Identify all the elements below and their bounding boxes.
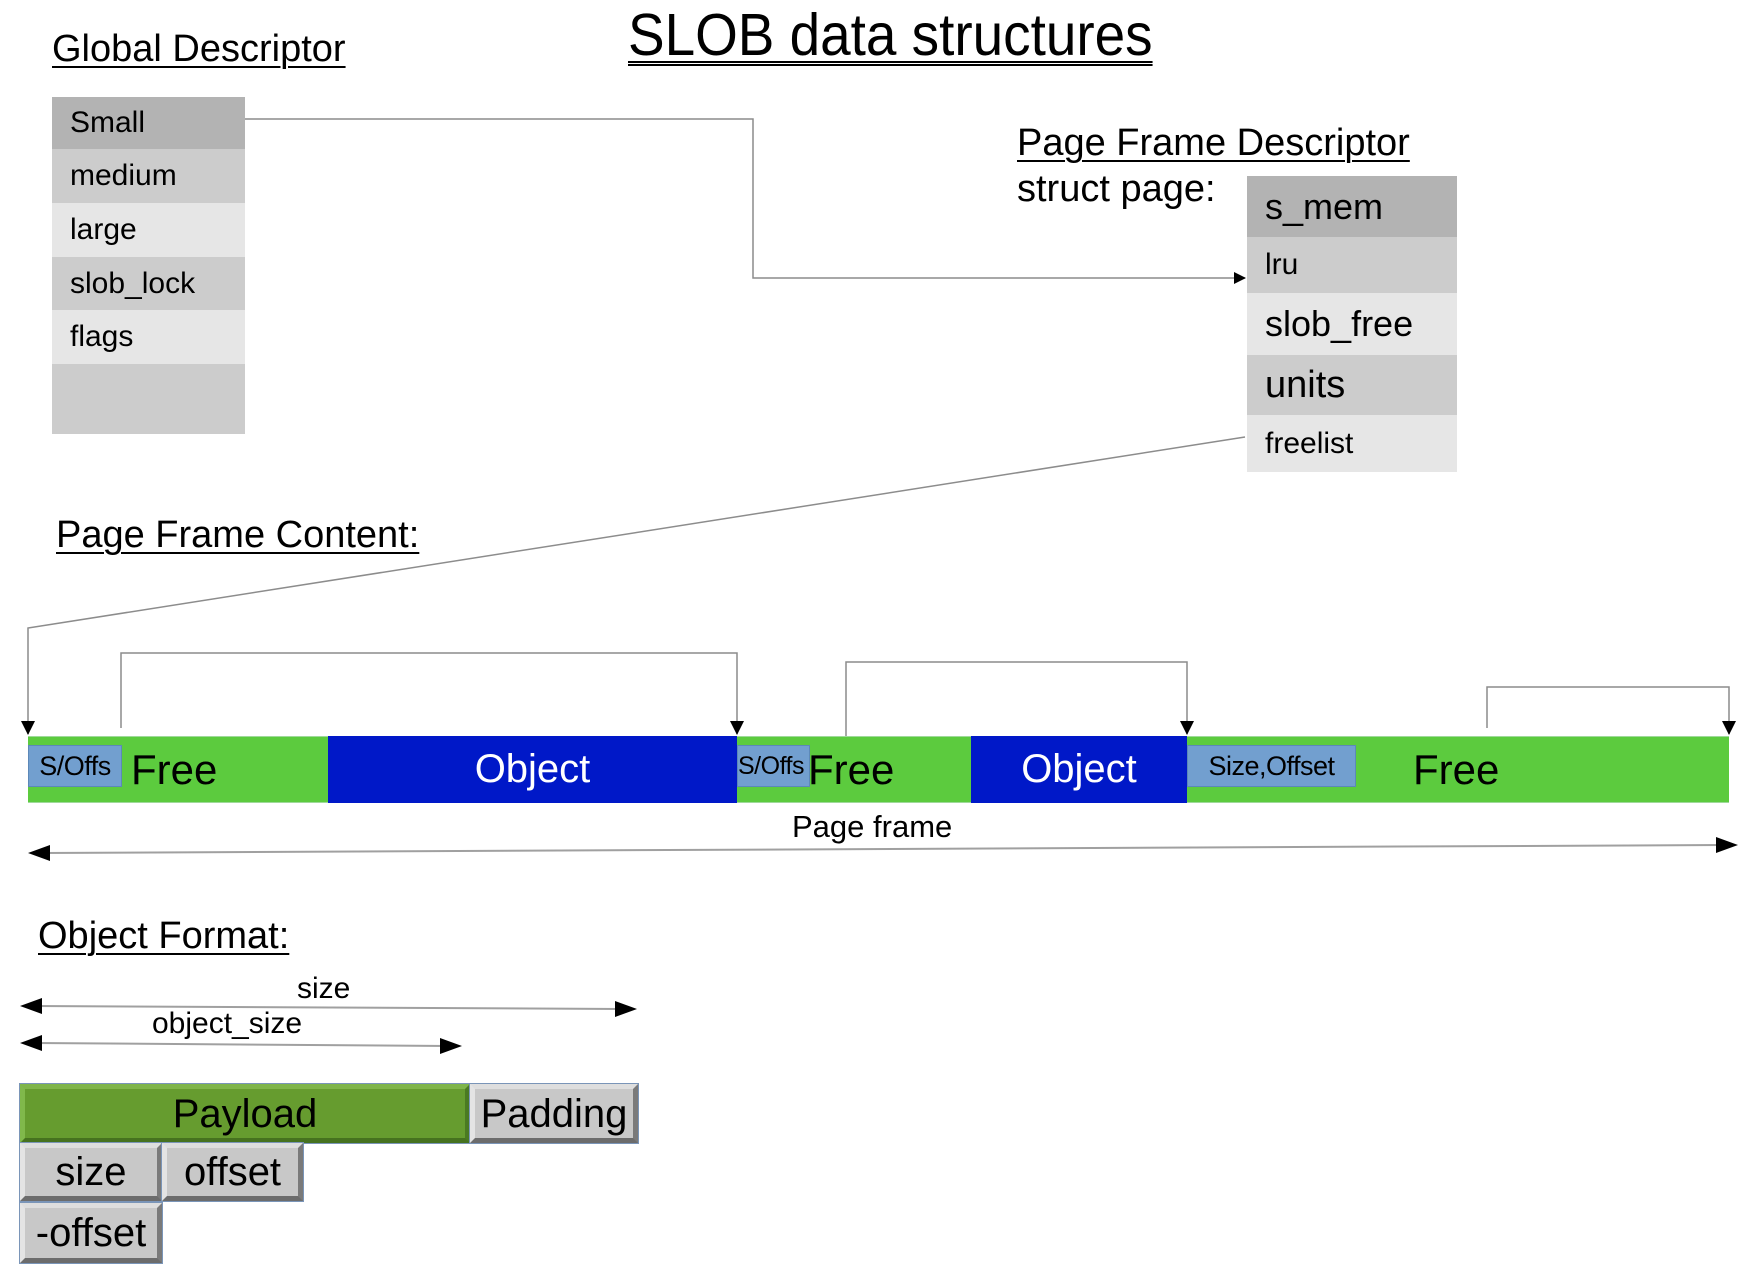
free-block-header: S/Offs: [737, 745, 810, 787]
small-to-lru-connector: [245, 118, 1246, 284]
object-segment: Object: [328, 736, 737, 803]
free-block-header: S/Offs: [28, 745, 122, 787]
padding-block: Padding: [469, 1083, 639, 1144]
free-link-3: [1486, 686, 1736, 735]
free-link-2: [845, 661, 1194, 736]
header-size-field: size: [19, 1142, 163, 1202]
object-size-span-label: object_size: [152, 1007, 303, 1040]
page-frame-descriptor-struct: s_mem lru slob_free units freelist: [1247, 176, 1457, 472]
size-span-arrow-right-head: [615, 1001, 637, 1017]
page-frame-descriptor-heading: Page Frame Descriptor: [1017, 122, 1410, 164]
freelist-to-page-frame-connector: [21, 436, 1246, 735]
size-span-label: size: [297, 972, 351, 1005]
global-descriptor-struct: Small medium large slob_lock flags: [52, 97, 245, 434]
page-field-slob-free: slob_free: [1247, 293, 1457, 355]
diagram-title: SLOB data structures: [628, 2, 1153, 68]
page-frame-span-arrow: [41, 844, 1724, 854]
object-size-span-arrow-right-head: [440, 1038, 462, 1054]
size-span-arrow-left-head: [20, 998, 42, 1014]
free-block-header: Size,Offset: [1187, 745, 1356, 787]
size-span-arrow: [33, 1005, 623, 1010]
free-link-1: [120, 652, 744, 735]
global-field-large: large: [52, 203, 245, 257]
object-segment-label: Object: [474, 747, 591, 791]
free-segment-label: Free: [1413, 745, 1500, 793]
global-field-empty: [52, 364, 245, 434]
struct-page-label: struct page:: [1017, 168, 1216, 210]
free-segment-label: Free: [131, 745, 218, 793]
page-frame-span-arrow-left-head: [28, 845, 50, 861]
page-field-units: units: [1247, 355, 1457, 415]
global-descriptor-heading: Global Descriptor: [52, 28, 346, 70]
page-field-s-mem: s_mem: [1247, 176, 1457, 237]
free-segment-label: Free: [808, 745, 895, 793]
header-offset-field: offset: [161, 1142, 304, 1202]
object-segment: Object: [971, 736, 1187, 803]
object-format-heading: Object Format:: [38, 915, 290, 957]
header-negative-offset-field: -offset: [19, 1202, 163, 1264]
payload-block: Payload: [19, 1083, 471, 1144]
global-field-small: Small: [52, 97, 245, 149]
object-segment-label: Object: [1021, 747, 1137, 791]
object-size-span-arrow: [33, 1042, 449, 1047]
global-field-slob-lock: slob_lock: [52, 257, 245, 310]
free-segment: Free: [737, 736, 971, 803]
object-size-span-arrow-left-head: [20, 1035, 42, 1051]
page-field-freelist: freelist: [1247, 415, 1457, 472]
page-frame-span-label: Page frame: [792, 809, 953, 844]
global-field-flags: flags: [52, 310, 245, 364]
global-field-medium: medium: [52, 149, 245, 203]
page-field-lru: lru: [1247, 237, 1457, 293]
page-frame-content-heading: Page Frame Content:: [56, 514, 420, 556]
page-frame-span-arrow-right-head: [1716, 837, 1738, 853]
